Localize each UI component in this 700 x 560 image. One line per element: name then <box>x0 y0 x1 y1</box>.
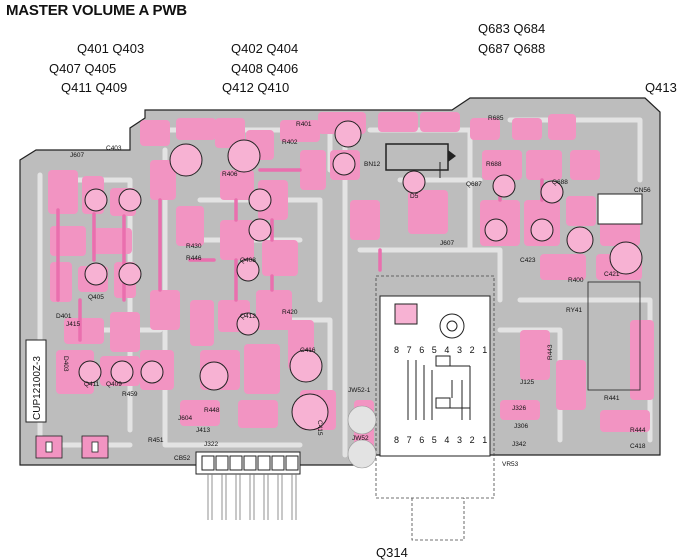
board-code: CUP12100Z-3 <box>32 356 43 420</box>
label-c415: C415 <box>316 420 323 436</box>
label-q412: Q412 <box>240 313 256 320</box>
label-r406: R406 <box>222 171 238 178</box>
label-ry41: RY41 <box>566 307 583 314</box>
jw52-pad <box>347 439 377 469</box>
pin-top-7: 2 <box>470 345 475 355</box>
pin-bottom-4: 5 <box>432 435 437 445</box>
pin-top-3: 6 <box>419 345 424 355</box>
transistor-group-2-line-3: Q412 Q410 <box>222 80 290 95</box>
label-r448: R448 <box>204 407 220 414</box>
label-r444: R444 <box>630 427 646 434</box>
label-c418: C418 <box>630 443 646 450</box>
diagram-title: MASTER VOLUME A PWB <box>6 2 187 19</box>
pin-top-6: 3 <box>457 345 462 355</box>
pin-bottom-1: 8 <box>394 435 399 445</box>
label-vr53: VR53 <box>502 461 519 468</box>
label-q409: Q409 <box>106 381 122 388</box>
label-d401: D401 <box>56 313 72 320</box>
component-labels: J607 C403 J607 Q405 D401 J415 D403 Q411 … <box>56 115 651 468</box>
connector-j322 <box>195 451 301 520</box>
component-circles <box>78 120 643 431</box>
label-q688: Q688 <box>552 179 568 186</box>
board-code-box <box>25 339 47 423</box>
label-r443: R443 <box>547 344 554 360</box>
label-j125: J125 <box>520 379 534 386</box>
label-cn56: CN56 <box>634 187 651 194</box>
volume-pot-drawing <box>394 303 471 420</box>
pin-bottom-2: 7 <box>407 435 412 445</box>
label-r420: R420 <box>282 309 298 316</box>
pin-top-2: 7 <box>407 345 412 355</box>
pin-bottom-3: 6 <box>419 435 424 445</box>
label-q405: Q405 <box>88 294 104 301</box>
label-r430: R430 <box>186 243 202 250</box>
label-r402: R402 <box>282 139 298 146</box>
transistor-group-1-line-1: Q401 Q403 <box>77 41 145 56</box>
label-d403: D403 <box>62 356 69 372</box>
label-j604: J604 <box>178 415 192 422</box>
label-j607-top: J607 <box>70 152 84 159</box>
transistor-group-2-line-1: Q402 Q404 <box>231 41 299 56</box>
pin-top-1: 8 <box>394 345 399 355</box>
transistor-group-2-line-2: Q408 Q406 <box>231 61 299 76</box>
transistor-group-1-line-2: Q407 Q405 <box>49 61 117 76</box>
label-r441: R441 <box>604 395 620 402</box>
label-r685: R685 <box>488 115 504 122</box>
pin-top-5: 4 <box>444 345 449 355</box>
label-j413: J413 <box>196 427 210 434</box>
label-r400: R400 <box>568 277 584 284</box>
ry41-outline <box>587 281 641 391</box>
pin-top-4: 5 <box>432 345 437 355</box>
label-r459: R459 <box>122 391 138 398</box>
label-cb52: CB52 <box>174 455 191 462</box>
label-j415: J415 <box>66 321 80 328</box>
label-c403: C403 <box>106 145 122 152</box>
label-q411: Q411 <box>84 381 100 388</box>
label-r401: R401 <box>296 121 312 128</box>
label-r688: R688 <box>486 161 502 168</box>
transistor-group-3-line-2: Q687 Q688 <box>478 41 546 56</box>
label-j306: J306 <box>514 423 528 430</box>
pin-bottom-8: 1 <box>482 435 487 445</box>
label-q687: Q687 <box>466 181 482 188</box>
label-c421: C421 <box>604 271 620 278</box>
pin-bottom-6: 3 <box>457 435 462 445</box>
label-d5: D5 <box>410 193 419 200</box>
label-r446: R446 <box>186 255 202 262</box>
label-j322: J322 <box>204 441 218 448</box>
bottom-label-q314: Q314 <box>376 545 408 560</box>
label-j607-mid: J607 <box>440 240 454 247</box>
transistor-group-3-line-1: Q683 Q684 <box>478 21 546 36</box>
pin-bottom-7: 2 <box>470 435 475 445</box>
jw52-1-pad <box>347 405 377 435</box>
transistor-group-1-line-3: Q411 Q409 <box>61 80 128 95</box>
label-c416: C416 <box>300 347 316 354</box>
label-r451: R451 <box>148 437 164 444</box>
label-q408: Q408 <box>240 257 256 264</box>
label-c423: C423 <box>520 257 536 264</box>
label-bn12: BN12 <box>364 161 381 168</box>
label-j342: J342 <box>512 441 526 448</box>
pin-bottom-5: 4 <box>444 435 449 445</box>
pin-top-8: 1 <box>482 345 487 355</box>
transistor-group-4-line-1: Q413 <box>645 80 677 95</box>
cn56-outline <box>597 193 643 225</box>
label-j326: J326 <box>512 405 526 412</box>
label-jw52: JW52 <box>352 435 369 442</box>
label-jw52-1: JW52-1 <box>348 387 371 394</box>
